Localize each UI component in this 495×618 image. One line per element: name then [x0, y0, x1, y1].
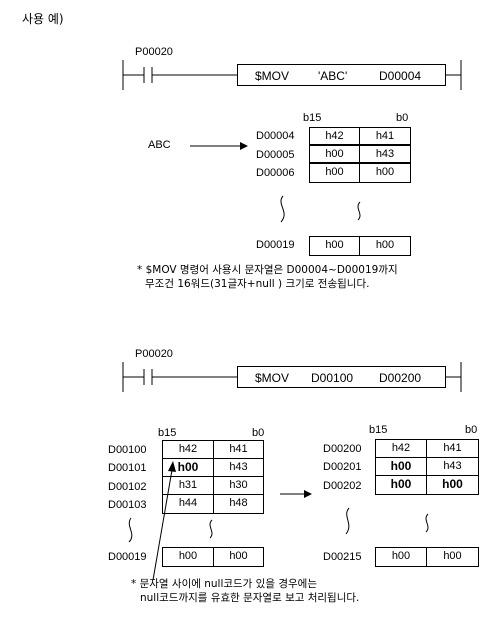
mov-instruction-box: $MOV D00100 D00200	[237, 366, 446, 388]
cell-low: h41	[213, 440, 264, 459]
register-label: D00004	[256, 130, 295, 142]
contact-label: P00020	[135, 348, 173, 360]
cell-low: h00	[359, 163, 411, 183]
register-label: D00101	[108, 462, 147, 474]
register-label: D00202	[323, 480, 362, 492]
cell-low: h00	[213, 547, 264, 567]
cell-high: h44	[162, 494, 214, 514]
register-label: D00201	[323, 461, 362, 473]
cell-high: h42	[162, 440, 214, 459]
cell-low: h41	[426, 439, 479, 458]
cell-low: h48	[213, 494, 264, 514]
register-label: D00103	[108, 499, 147, 511]
cell-low: h30	[213, 476, 264, 495]
note-line: null코드까지를 유효한 문자열로 보고 처리됩니다.	[140, 592, 360, 604]
instruction-src: 'ABC'	[318, 69, 348, 83]
cell-high: h00	[309, 163, 360, 183]
cell-high-null: h00	[375, 475, 427, 495]
instruction-op: $MOV	[255, 371, 290, 385]
section-title: 사용 예)	[22, 12, 64, 26]
col-high-label: b15	[369, 424, 388, 436]
cell-high: h00	[375, 547, 427, 567]
col-low-label: b0	[396, 112, 409, 124]
cell-high: h00	[309, 145, 360, 163]
cell-low: h41	[359, 127, 411, 145]
register-label: D00100	[108, 444, 147, 456]
cell-low: h00	[426, 547, 479, 567]
register-label: D00215	[323, 551, 362, 563]
source-string-label: ABC	[148, 139, 171, 151]
col-high-label: b15	[303, 112, 322, 124]
cell-high-null: h00	[162, 458, 214, 477]
register-label: D00019	[108, 551, 147, 563]
cell-low-null: h00	[426, 475, 479, 495]
cell-high: h42	[309, 127, 360, 145]
col-low-label: b0	[465, 424, 478, 436]
note-line: 무조건 16워드(31글자+null ) 크기로 전송됩니다.	[145, 278, 370, 290]
register-label: D00102	[108, 481, 147, 493]
cell-high: h42	[375, 439, 427, 458]
contact-label: P00020	[135, 46, 173, 58]
instruction-dst: D00004	[379, 69, 422, 83]
register-label: D00019	[256, 239, 295, 251]
col-low-label: b0	[252, 427, 265, 439]
note-line: * 문자열 사이에 null코드가 있을 경우에는	[131, 578, 317, 590]
cell-high-null: h00	[375, 457, 427, 476]
instruction-src: D00100	[311, 371, 354, 385]
cell-high: h00	[309, 236, 360, 256]
register-label: D00005	[256, 149, 295, 161]
cell-high: h31	[162, 476, 214, 495]
note-line: * $MOV 명령어 사용시 문자열은 D00004~D00019까지	[137, 264, 398, 276]
cell-high: h00	[162, 547, 214, 567]
cell-low: h43	[426, 457, 479, 476]
col-high-label: b15	[158, 427, 177, 439]
register-label: D00006	[256, 167, 295, 179]
cell-low: h00	[359, 236, 411, 256]
instruction-op: $MOV	[255, 69, 290, 83]
mov-instruction-box: $MOV 'ABC' D00004	[237, 64, 446, 86]
instruction-dst: D00200	[379, 371, 422, 385]
register-label: D00200	[323, 443, 362, 455]
cell-low: h43	[359, 145, 411, 163]
cell-low: h43	[213, 458, 264, 477]
